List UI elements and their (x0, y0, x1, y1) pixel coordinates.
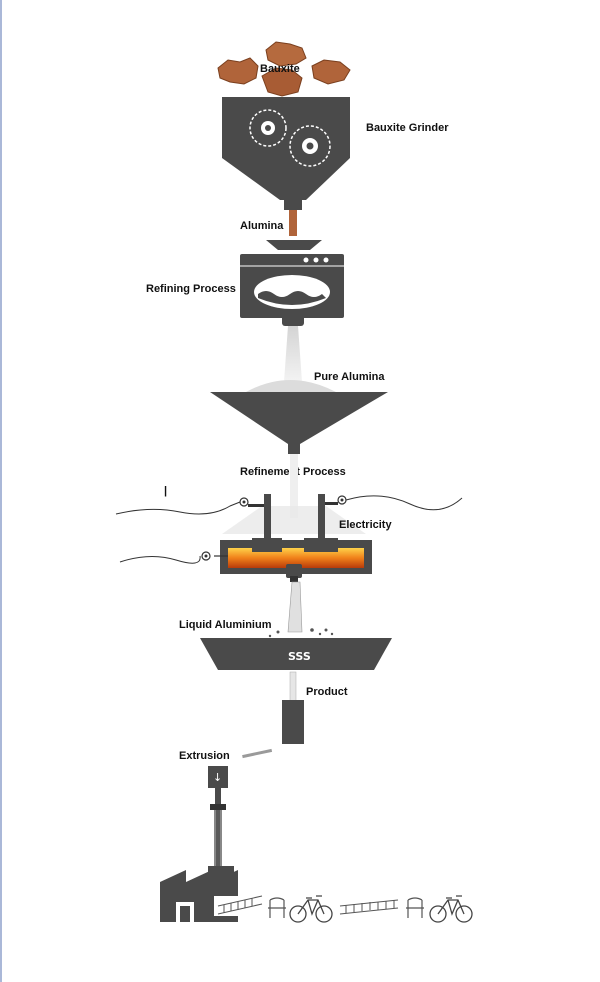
connector-upper-right (337, 495, 347, 505)
electric-wire-upper-left (115, 501, 241, 515)
heat-symbol: SSS (288, 650, 311, 663)
refining-outlet (282, 312, 304, 326)
label-electricity: Electricity (339, 519, 392, 531)
pure-alumina-funnel (210, 392, 388, 454)
funnel-cone (210, 392, 388, 444)
label-bauxite: Bauxite (260, 63, 300, 75)
bicycle-icon (289, 895, 333, 923)
bauxite-rocks: Bauxite (217, 41, 351, 97)
chair-icon-2 (406, 897, 424, 918)
grinder-outlet (284, 200, 302, 210)
refining-funnel (266, 240, 322, 250)
press-rod-upper (215, 788, 221, 806)
arrow-down-icon: ↓ (213, 771, 222, 784)
tray-body (200, 638, 392, 670)
grinder-gear-right (289, 125, 331, 167)
factory-outlet (214, 896, 238, 916)
spark-mark: | (164, 485, 167, 497)
label-pure-alumina: Pure Alumina (314, 371, 385, 383)
factory (160, 866, 238, 922)
conveyor-ladder (217, 895, 263, 915)
product-ingot (282, 700, 304, 744)
smelter-tap-outlet (290, 576, 298, 582)
label-alumina: Alumina (240, 220, 284, 232)
electric-wire-upper-right (345, 495, 463, 511)
chair-icon (268, 897, 286, 918)
molten-bath (228, 548, 364, 568)
connector-upper-left (239, 497, 249, 507)
factory-press-block (208, 866, 234, 886)
electric-wire-lower-left (119, 555, 201, 564)
refining-knob-2 (313, 257, 319, 263)
extrusion-press: ↓ (208, 766, 228, 868)
electrolytic-cell: | (115, 485, 463, 582)
funnel-spout (288, 440, 300, 454)
anode-right-block (304, 540, 338, 552)
bauxite-grinder: Bauxite Grinder (222, 97, 449, 210)
alumina-stream (289, 210, 297, 236)
connector-lower-left (201, 551, 211, 561)
refining-machine: Refining Process (146, 240, 344, 326)
product-stream (289, 671, 297, 703)
factory-door-inner (180, 906, 190, 922)
anode-left-block (252, 540, 282, 552)
refining-knob-3 (323, 257, 329, 263)
bauxite-rock-center (261, 67, 303, 97)
press-clamp (210, 804, 226, 810)
casting-tray: SSS (200, 638, 392, 670)
splash-droplets (268, 628, 334, 638)
smelter-hood (222, 506, 366, 534)
bauxite-rock-right (311, 59, 351, 85)
press-head (208, 766, 228, 788)
bicycle-icon-2 (429, 895, 473, 923)
pure-alumina-pile (246, 380, 336, 392)
label-liquid-aluminium: Liquid Aluminium (179, 619, 272, 631)
bauxite-rock-left (217, 57, 259, 85)
label-bauxite-grinder: Bauxite Grinder (366, 122, 449, 134)
refining-knob-1 (303, 257, 309, 263)
bauxite-rock-top (265, 41, 307, 67)
label-product: Product (306, 686, 348, 698)
liquid-aluminium-stream (287, 581, 303, 633)
smelter-tap (286, 564, 302, 578)
powder-stream-smelter (290, 454, 298, 518)
grinder-hopper-body (222, 97, 350, 200)
label-refining-process: Refining Process (146, 283, 236, 295)
press-shaft-core (216, 810, 220, 868)
pure-alumina-stream (284, 326, 302, 382)
label-extrusion: Extrusion (179, 750, 230, 762)
ladder-icon (339, 899, 399, 915)
refining-liquid (258, 291, 326, 305)
page-border (0, 0, 2, 982)
extruded-rod (242, 748, 273, 759)
grinder-gear-left (249, 109, 287, 147)
